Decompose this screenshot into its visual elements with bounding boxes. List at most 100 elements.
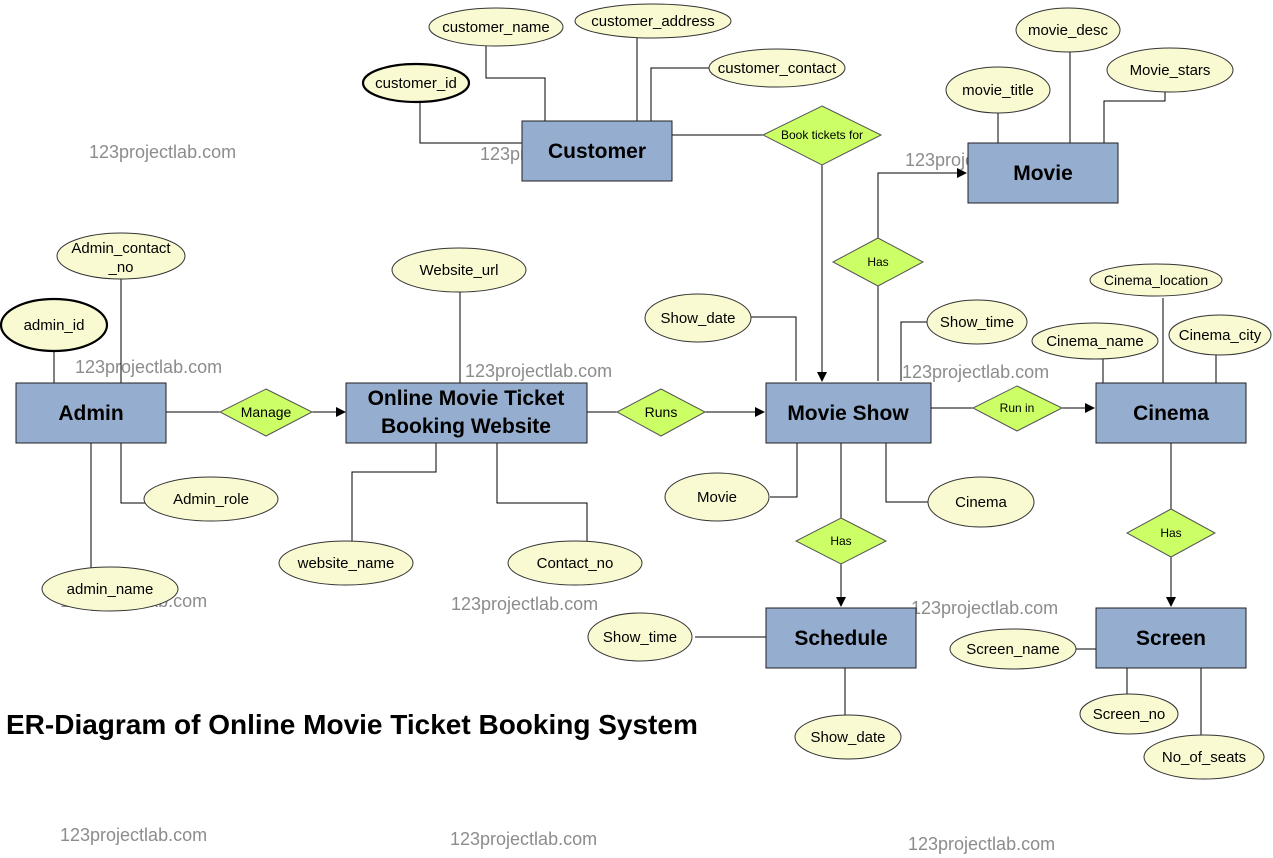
- relationship-run-in: Run in: [971, 385, 1064, 432]
- connectors: [53, 38, 1217, 735]
- attribute-website-name: website_name: [278, 540, 414, 586]
- attribute-label: customer_id: [375, 75, 457, 92]
- watermark: 123projectlab.com: [450, 829, 597, 849]
- connector-show-time: [900, 321, 929, 381]
- attribute-label: _no: [107, 259, 133, 276]
- attribute-ellipse: [945, 66, 1051, 114]
- entity-label: Admin: [58, 402, 123, 425]
- entity-admin: Admin: [15, 382, 167, 444]
- entity-box: [345, 382, 588, 444]
- attribute-contact-no: Contact_no: [507, 540, 643, 586]
- relationship-diamond: [971, 385, 1064, 432]
- attribute-label: Website_url: [420, 262, 499, 279]
- attribute-cinema: Cinema: [927, 476, 1035, 528]
- attribute-ellipse: [574, 3, 732, 39]
- entity-box: [765, 382, 932, 444]
- relationship-manage: Manage: [218, 388, 314, 437]
- attribute-cinema-name: Cinema_name: [1031, 322, 1159, 360]
- attribute-ellipse: [41, 566, 179, 612]
- attribute-ellipse: [391, 247, 527, 293]
- attribute-show-date-movieshow: Show_date: [644, 293, 752, 343]
- attribute-label: Show_date: [810, 729, 885, 746]
- attribute-ellipse: [1089, 263, 1223, 297]
- watermark: 123projectlab.com: [908, 834, 1055, 854]
- relationship-label: Runs: [645, 404, 678, 420]
- attribute-label: Cinema_location: [1104, 272, 1208, 288]
- attribute-ellipse-key: [0, 297, 109, 353]
- attribute-cinema-city: Cinema_city: [1168, 314, 1272, 356]
- attribute-label: Movie_stars: [1130, 62, 1211, 79]
- relationship-has-schedule: Has: [794, 517, 888, 565]
- entity-label: Movie Show: [787, 402, 909, 425]
- entity-schedule: Schedule: [765, 607, 917, 669]
- attribute-label: website_name: [297, 555, 395, 572]
- connector-cinema-attr: [885, 443, 929, 503]
- attribute-ellipse: [1106, 47, 1234, 93]
- entity-movie: Movie: [967, 142, 1119, 204]
- connector-has-movie: [877, 168, 967, 238]
- attribute-label: customer_address: [591, 13, 714, 30]
- attribute-label: Movie: [697, 489, 737, 506]
- attribute-ellipse: [949, 628, 1077, 670]
- relationship-label: Book tickets for: [781, 128, 863, 142]
- attribute-label: Cinema: [955, 494, 1007, 511]
- entity-box: [1095, 382, 1247, 444]
- entity-box: [521, 120, 673, 182]
- attribute-ellipse: [56, 232, 186, 280]
- attribute-ellipse: [1015, 7, 1121, 53]
- attribute-ellipse: [1168, 314, 1272, 356]
- attribute-ellipse: [794, 714, 902, 760]
- attribute-ellipse: [1143, 734, 1265, 780]
- attributes: customer_name customer_address customer_…: [0, 3, 1272, 780]
- attribute-cinema-location: Cinema_location: [1089, 263, 1223, 297]
- attribute-ellipse: [708, 48, 846, 88]
- attribute-label: customer_contact: [718, 60, 837, 77]
- relationship-diamond: [761, 105, 883, 166]
- attribute-label: customer_name: [442, 19, 550, 36]
- attribute-ellipse: [143, 476, 279, 522]
- attribute-label: Show_time: [940, 314, 1014, 331]
- connector-customer-name: [485, 45, 546, 121]
- attribute-label: movie_desc: [1028, 22, 1109, 39]
- entities: Customer Movie Admin Online Movie Ticket…: [15, 120, 1247, 669]
- relationship-label: Manage: [241, 404, 292, 420]
- attribute-website-url: Website_url: [391, 247, 527, 293]
- connector-movie-attr: [770, 443, 798, 498]
- entity-customer: Customer: [521, 120, 673, 182]
- attribute-customer-contact: customer_contact: [708, 48, 846, 88]
- diagram-caption: ER-Diagram of Online Movie Ticket Bookin…: [6, 709, 698, 740]
- attribute-label: admin_name: [67, 581, 154, 598]
- relationship-label: Has: [867, 255, 888, 269]
- attribute-ellipse: [1079, 693, 1179, 735]
- attribute-no-of-seats: No_of_seats: [1143, 734, 1265, 780]
- attribute-movie-title: movie_title: [945, 66, 1051, 114]
- attribute-label: No_of_seats: [1162, 749, 1246, 766]
- attribute-admin-role: Admin_role: [143, 476, 279, 522]
- attribute-label: Contact_no: [537, 555, 614, 572]
- attribute-ellipse: [587, 612, 693, 662]
- entity-label: Online Movie Ticket: [368, 387, 565, 410]
- entity-label: Schedule: [794, 627, 887, 650]
- attribute-customer-name: customer_name: [428, 7, 564, 47]
- attribute-ellipse: [428, 7, 564, 47]
- watermark: 123projectlab.com: [75, 357, 222, 377]
- attribute-ellipse: [927, 476, 1035, 528]
- connector-show-date: [750, 316, 797, 381]
- attribute-ellipse-key: [361, 62, 471, 104]
- relationship-has-movie: Has: [831, 237, 925, 287]
- relationship-runs: Runs: [615, 388, 707, 437]
- attribute-customer-id: customer_id: [361, 62, 471, 104]
- attribute-ellipse: [644, 293, 752, 343]
- entity-movie-show: Movie Show: [765, 382, 932, 444]
- relationship-has-screen: Has: [1125, 508, 1217, 558]
- connector-admin-role: [120, 443, 146, 504]
- entity-cinema: Cinema: [1095, 382, 1247, 444]
- attribute-label: Show_date: [660, 310, 735, 327]
- entity-online-movie-ticket-booking-website: Online Movie Ticket Booking Website: [345, 382, 588, 444]
- entity-label: Customer: [548, 140, 646, 163]
- connector-customer-id: [419, 101, 522, 144]
- watermark: 123projectlab.com: [902, 362, 1049, 382]
- attribute-show-time-schedule: Show_time: [587, 612, 693, 662]
- relationship-book-tickets-for: Book tickets for: [761, 105, 883, 166]
